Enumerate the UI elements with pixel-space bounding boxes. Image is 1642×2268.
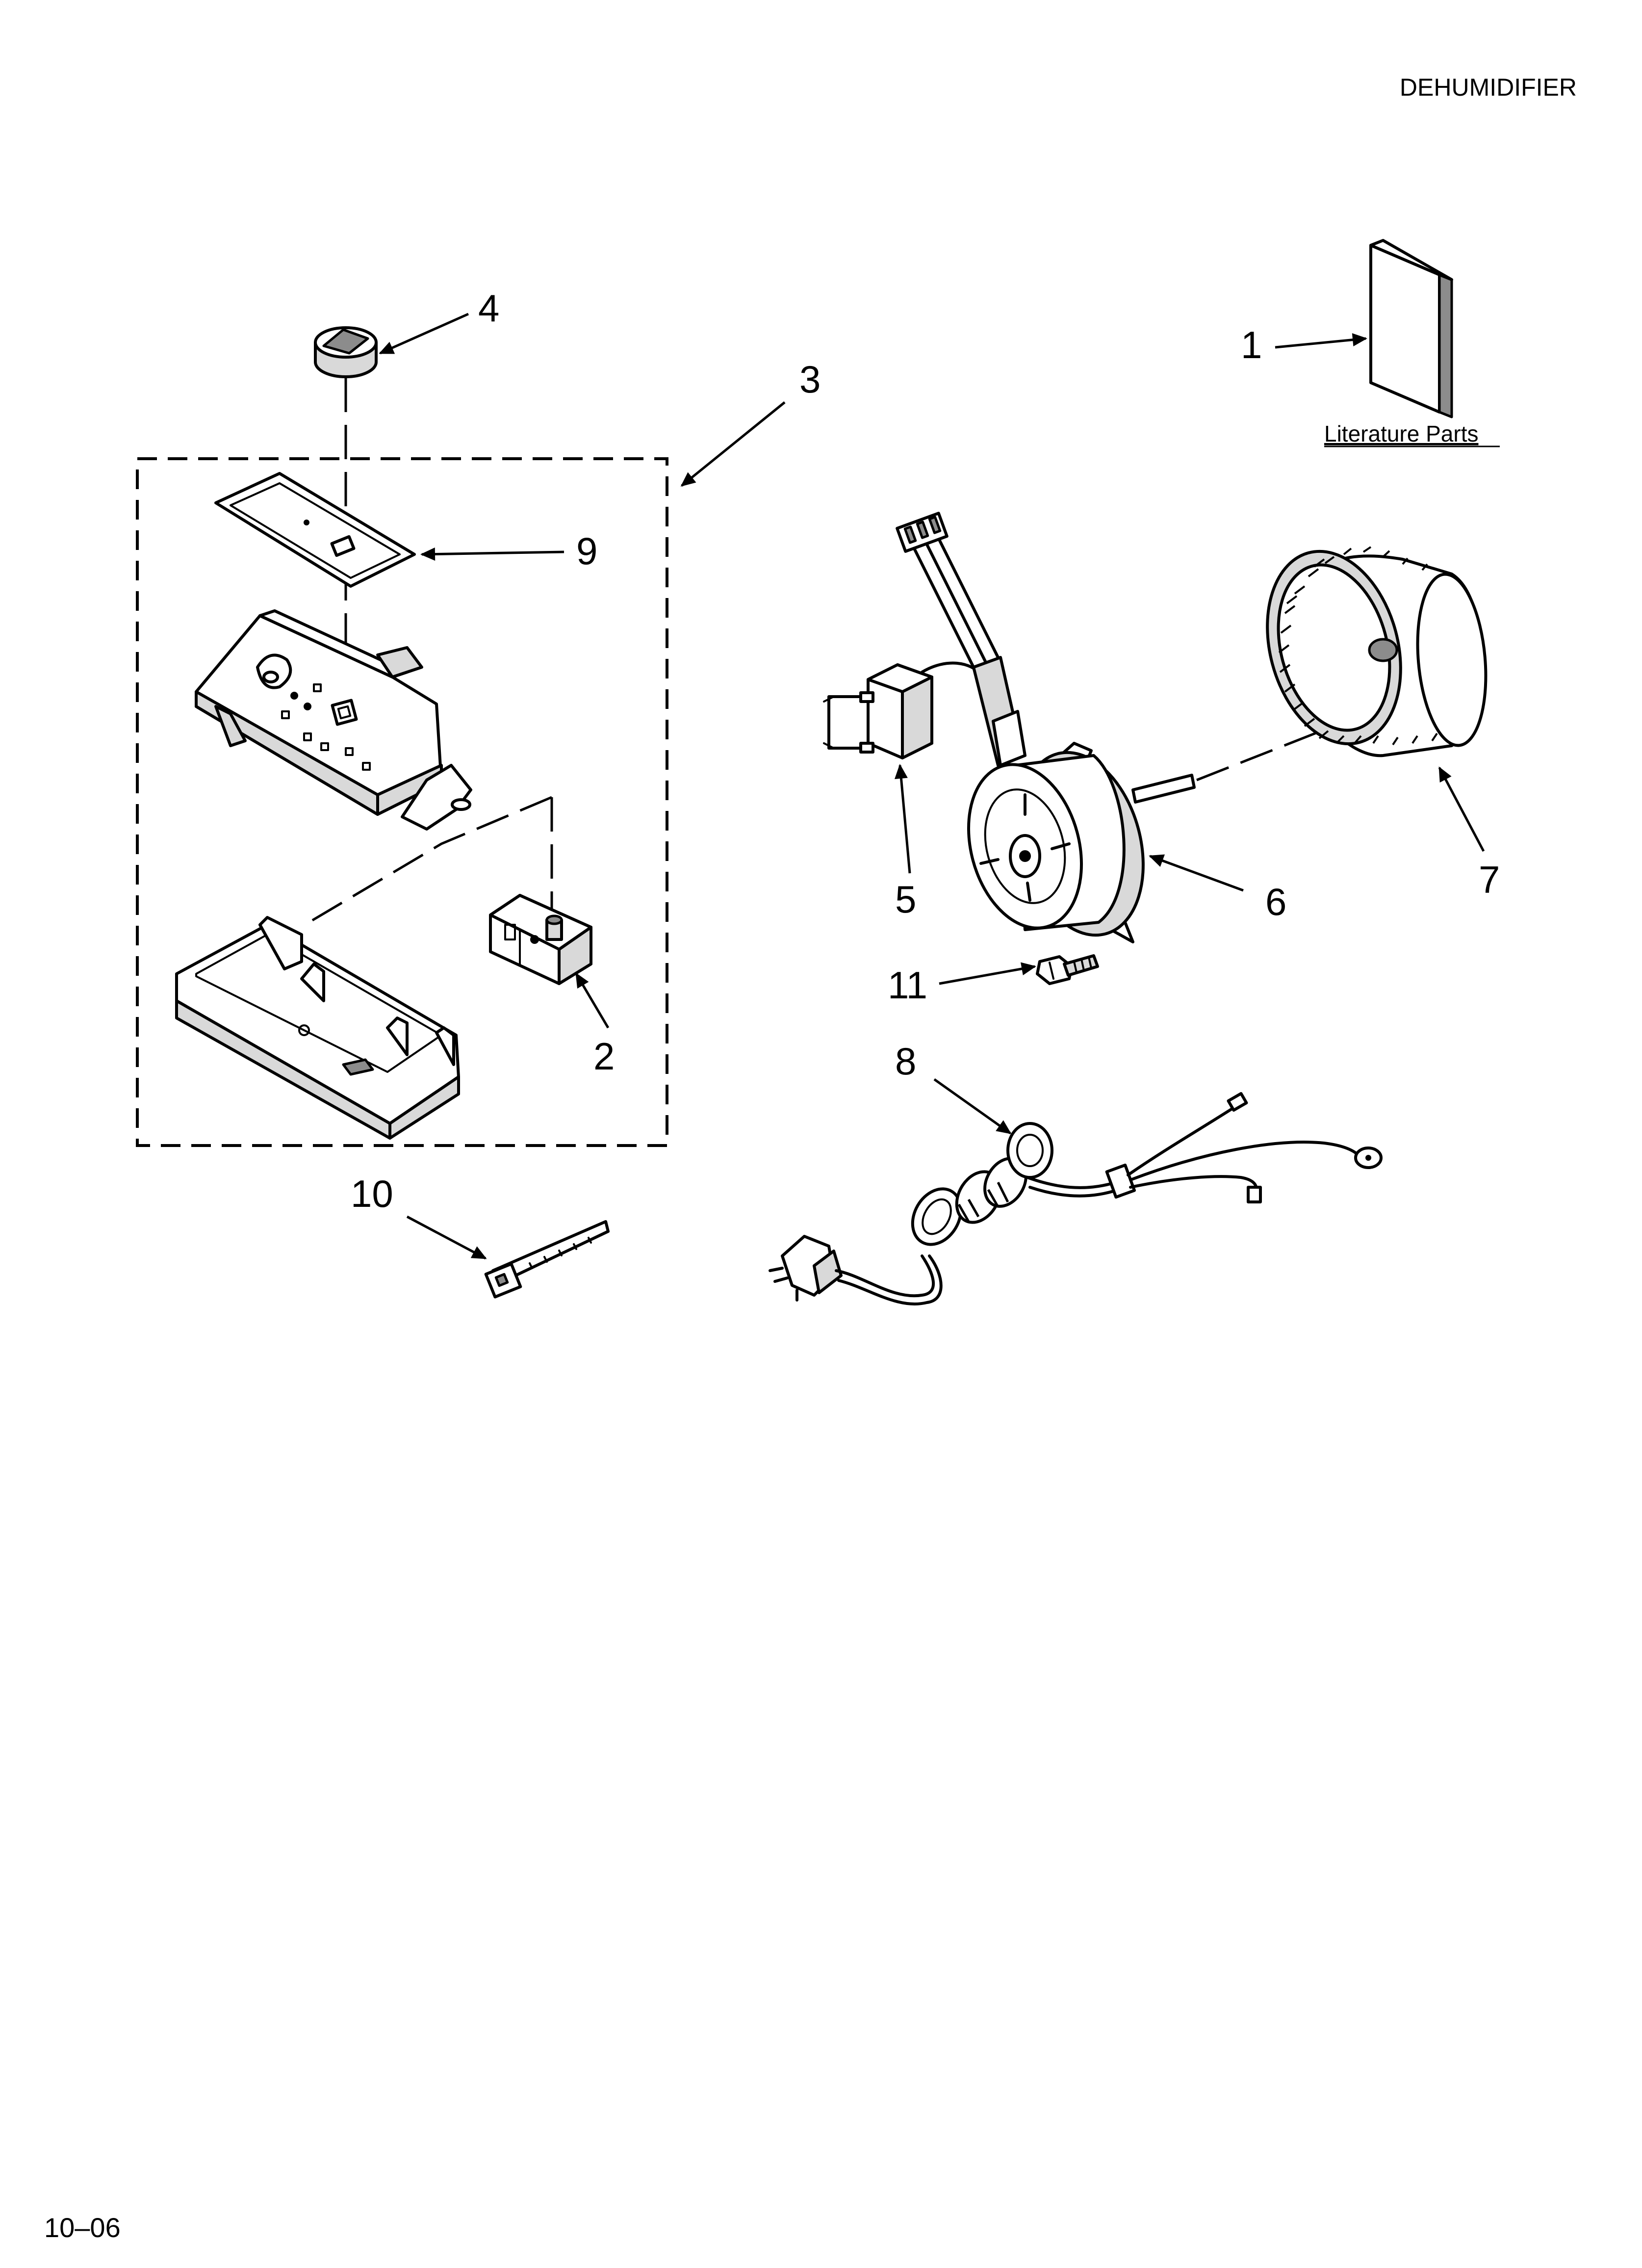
cable-tie xyxy=(484,1220,610,1299)
humidity-switch xyxy=(489,894,592,985)
power-cord xyxy=(769,1092,1383,1306)
leader-1 xyxy=(1275,333,1367,349)
leader-4 xyxy=(379,313,469,355)
callout-11: 11 xyxy=(888,964,927,1007)
callout-8: 8 xyxy=(895,1040,916,1083)
leader-7 xyxy=(1438,766,1485,852)
literature-label: Literature Parts xyxy=(1324,421,1478,446)
mount-guide-line xyxy=(308,796,552,924)
leader-2 xyxy=(575,972,610,1029)
capacitor xyxy=(823,661,982,759)
callout-5: 5 xyxy=(895,878,916,921)
blower-wheel xyxy=(1266,546,1488,757)
leader-9 xyxy=(420,547,564,561)
leader-6 xyxy=(1149,854,1244,892)
callout-7: 7 xyxy=(1479,858,1500,901)
callout-4: 4 xyxy=(478,287,499,330)
callout-2: 2 xyxy=(593,1035,615,1078)
mounting-screw xyxy=(1036,954,1099,985)
leader-5 xyxy=(894,764,911,874)
control-housing xyxy=(195,609,472,831)
control-overlay-label xyxy=(214,472,416,588)
blower-blades xyxy=(1278,546,1438,746)
control-tray xyxy=(175,916,460,1140)
leader-8 xyxy=(933,1078,1012,1135)
leader-3 xyxy=(680,401,786,487)
leader-10 xyxy=(406,1215,487,1260)
callout-10: 10 xyxy=(351,1172,393,1215)
callout-1: 1 xyxy=(1241,323,1262,366)
callout-9: 9 xyxy=(576,529,597,573)
footer-date-code: 10–06 xyxy=(44,2212,121,2243)
leader-11 xyxy=(939,962,1036,985)
control-knob xyxy=(314,326,378,378)
fan-motor xyxy=(896,512,1196,943)
callout-6: 6 xyxy=(1265,880,1286,923)
literature-booklet xyxy=(1369,239,1453,418)
callout-3: 3 xyxy=(799,358,821,401)
header-title: DEHUMIDIFIER xyxy=(1400,74,1577,101)
